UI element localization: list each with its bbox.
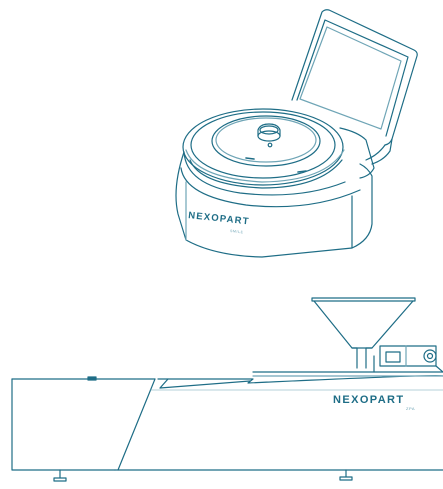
analyzer-body (175, 151, 373, 258)
top-brand-label: NEXOPART (188, 210, 250, 227)
lid-hinge-arm (339, 127, 375, 179)
display-lid (291, 9, 418, 165)
feed-hopper (311, 297, 416, 369)
machine-body (11, 371, 443, 471)
top-model-label: SMILE (230, 229, 244, 234)
bottom-brand-label: NEXOPART (333, 394, 405, 406)
benchtop-analyzer-illustration (175, 9, 418, 258)
extrusion-machine-illustration (11, 297, 443, 482)
sample-chamber (182, 108, 345, 189)
bottom-model-label: ZPA (406, 406, 415, 411)
machine-feet (53, 469, 353, 482)
drive-unit (373, 345, 443, 373)
